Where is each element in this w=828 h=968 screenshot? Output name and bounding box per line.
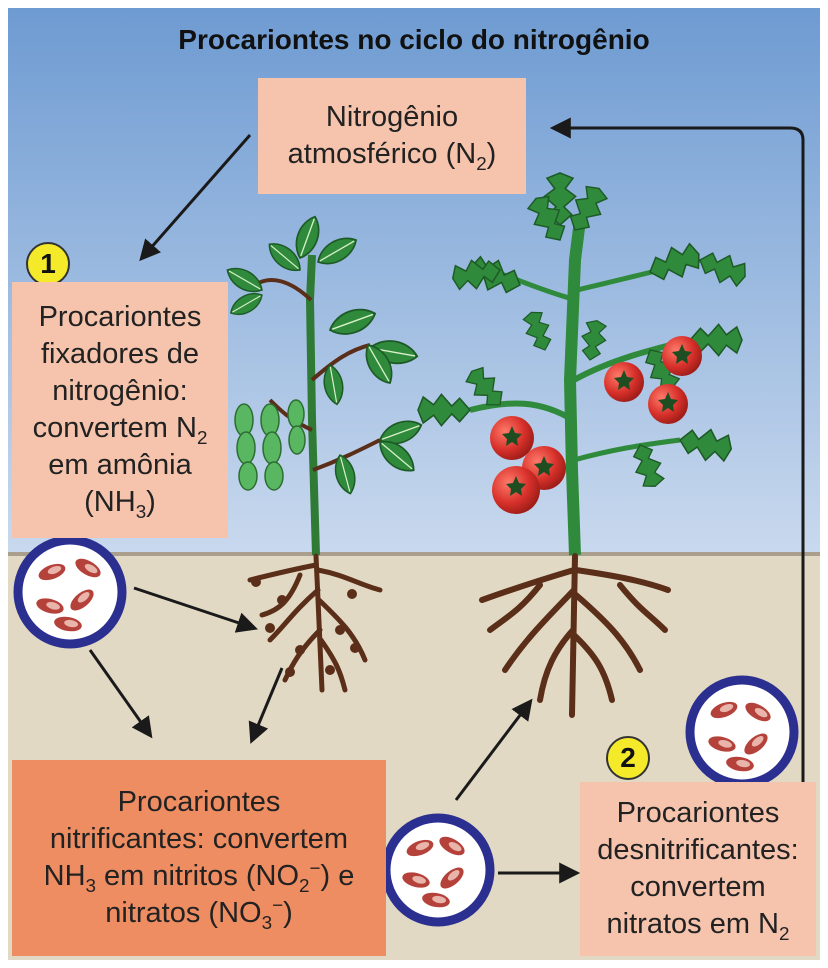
bacteria-circle-denitrifiers: [685, 675, 799, 789]
box-nitrifiers: Procariontes nitrificantes: convertem NH…: [12, 760, 386, 956]
fixers-line4-text: convertem N: [32, 412, 197, 444]
nitrifiers-line3-c: ) e: [320, 860, 355, 892]
nitrifiers-line4: nitratos (NO3−): [44, 895, 355, 932]
denitrifiers-line3: convertem: [630, 871, 766, 903]
nitrifiers-line4-sup: −: [272, 894, 284, 916]
arrow-fixers-to-nitrifiers: [88, 649, 153, 739]
nitrifiers-line3-b: em nitritos (NO: [96, 860, 300, 892]
fixers-line4-sub: 2: [196, 426, 208, 448]
flow-arrows: [88, 117, 805, 884]
fixers-line6-text: (NH: [84, 486, 136, 519]
bacteria-circle-fixers: [13, 535, 127, 649]
denitrifiers-line4-text: nitratos em N: [606, 908, 779, 941]
nitrifiers-line2: nitrificantes: convertem: [49, 822, 349, 855]
denitrifiers-line4-sub: 2: [778, 922, 790, 944]
bacteria-circle-nitrifiers: [381, 813, 495, 927]
denitrifiers-line4: nitratos em N2: [597, 906, 799, 943]
box-atmospheric-nitrogen: Nitrogênio atmosférico (N2): [258, 78, 526, 194]
nitrifiers-line4-sub: 3: [261, 911, 273, 933]
diagram-title: Procariontes no ciclo do nitrogênio: [178, 24, 650, 55]
atmospheric-line2-sub: 2: [476, 152, 487, 174]
fixers-line1: Procariontes: [38, 300, 202, 333]
arrow-nitrifiers-to-tomato-roots: [454, 698, 533, 801]
arrow-fixers-to-bean-roots: [133, 586, 258, 633]
nitrifiers-line1: Procariontes: [117, 785, 281, 818]
nitrifiers-line3-sub2: 2: [299, 874, 310, 896]
arrow-denitrifiers-to-atmosphere: [549, 117, 805, 786]
box-denitrifiers: Procariontes desnitrificantes: convertem…: [580, 782, 816, 956]
step-marker-2: 2: [606, 736, 650, 780]
box-nitrogen-fixers: Procariontes fixadores de nitrogênio: co…: [12, 282, 228, 538]
atmospheric-line2-end: ): [486, 138, 497, 170]
fixers-line4: convertem N2: [33, 410, 208, 447]
step-marker-1: 1: [26, 242, 70, 286]
arrow-atmosphere-to-fixers: [139, 134, 252, 262]
denitrifiers-line1: Procariontes: [616, 796, 780, 829]
fixers-line6: (NH3): [33, 484, 208, 521]
nitrifiers-line3: NH3 em nitritos (NO2−) e: [44, 858, 355, 895]
denitrifiers-line2: desnitrificantes:: [597, 833, 799, 866]
fixers-line3: nitrogênio:: [52, 374, 188, 407]
nitrifiers-line3-a: NH: [43, 860, 86, 892]
fixers-line5: em amônia: [48, 449, 192, 482]
nitrifiers-line4-b: ): [283, 897, 293, 930]
atmospheric-line2-text: atmosférico (N: [287, 138, 477, 170]
arrow-roots-to-nitrifiers: [248, 667, 284, 744]
tomato-plant: [417, 172, 751, 718]
nitrifiers-line3-sub: 3: [85, 874, 96, 896]
fixers-line6-end: ): [146, 486, 156, 519]
fixers-line6-sub: 3: [135, 501, 147, 523]
nitrifiers-line3-sup2: −: [309, 857, 321, 879]
nitrifiers-line4-a: nitratos (NO: [105, 897, 262, 930]
bean-plant: [222, 212, 426, 693]
atmospheric-line1: Nitrogênio: [325, 100, 459, 133]
atmospheric-line2: atmosférico (N2): [288, 136, 497, 173]
fixers-line2: fixadores de: [41, 337, 199, 370]
